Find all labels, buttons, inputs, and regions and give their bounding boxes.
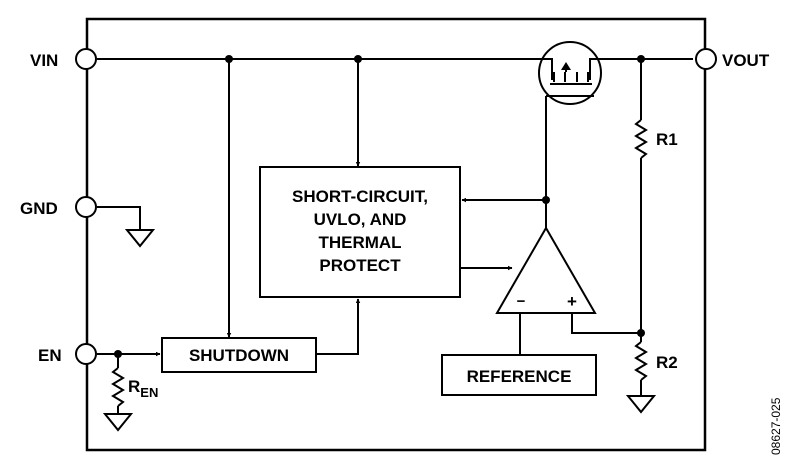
protect-line-3: THERMAL — [318, 233, 401, 252]
ren-resistor-icon — [111, 367, 125, 407]
protect-line-1: SHORT-CIRCUIT, — [292, 187, 428, 206]
vout-pin — [695, 48, 717, 70]
reference-block — [441, 354, 597, 396]
reference-label: REFERENCE — [467, 367, 572, 386]
en-pin — [75, 343, 97, 365]
package-border — [85, 17, 707, 452]
r2-ground-icon — [625, 395, 657, 414]
r2-resistor-icon — [634, 341, 648, 381]
protect-line-4: PROTECT — [319, 256, 401, 275]
ren-ground-icon — [102, 413, 134, 432]
shutdown-block — [161, 337, 317, 373]
vout-label: VOUT — [722, 51, 770, 70]
ren-label: REN — [128, 377, 158, 400]
vin-label: VIN — [30, 51, 58, 70]
gnd-ground-icon — [124, 229, 156, 248]
amp-minus-label: − — [517, 293, 526, 310]
shutdown-to-protect-arrow — [316, 298, 361, 355]
en-label: EN — [38, 346, 62, 365]
amp-plus-label: + — [567, 292, 577, 311]
protect-block — [259, 166, 461, 298]
protect-line-2: UVLO, AND — [314, 210, 407, 229]
r1-resistor-icon — [634, 119, 648, 159]
gnd-wire — [97, 206, 141, 230]
gnd-label: GND — [20, 199, 58, 218]
vin-pin — [75, 48, 97, 70]
r2-label: R2 — [656, 353, 678, 372]
figure-code: 08627-025 — [769, 397, 783, 455]
gnd-pin — [75, 196, 97, 218]
r1-label: R1 — [656, 130, 678, 149]
shutdown-label: SHUTDOWN — [189, 346, 289, 365]
error-amplifier-icon — [495, 225, 597, 314]
amp-plus-wire — [571, 313, 641, 334]
pass-transistor-icon — [538, 41, 602, 105]
